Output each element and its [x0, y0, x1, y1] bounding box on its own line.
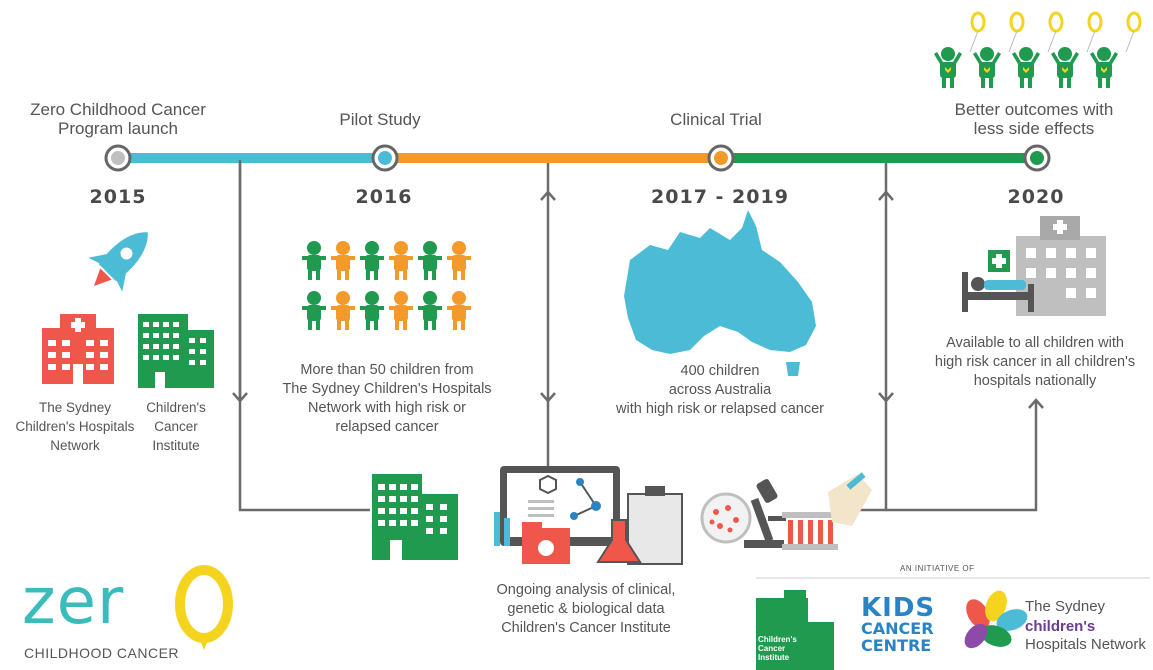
- timeline-segment-green: [721, 153, 1037, 163]
- desc-line: genetic & biological data: [507, 601, 665, 617]
- child-figure-icon: [331, 241, 355, 280]
- lab-building-icon: [372, 474, 458, 560]
- test-tubes-icon: [494, 512, 510, 546]
- timeline-node-2020: [1023, 144, 1051, 172]
- child-figure-icon: [360, 241, 384, 280]
- label-line: Institute: [152, 438, 200, 453]
- schn-logo-line1: The Sydney: [1025, 598, 1106, 615]
- child-figure-icon: [302, 291, 326, 330]
- label-line: Cancer: [154, 419, 198, 434]
- outcome-description: Available to all children with high risk…: [918, 334, 1152, 391]
- label-line: Children's Hospitals: [15, 419, 135, 434]
- schn-logo-line2: children's: [1025, 618, 1096, 635]
- timeline-node-2017: [707, 144, 735, 172]
- folder-icon: [522, 522, 570, 564]
- desc-line: Network with high risk or: [308, 400, 466, 416]
- timeline-node-2015: [104, 144, 132, 172]
- stage-label-outcomes: Better outcomes with less side effects: [924, 100, 1144, 138]
- timeline-segment-teal: [118, 153, 385, 163]
- child-figure-icon: [389, 291, 413, 330]
- zero-logo-subtitle: CHILDHOOD CANCER: [24, 645, 180, 661]
- balloon-child-icon: [934, 11, 986, 88]
- stage-label-line: Better outcomes with: [954, 100, 1114, 119]
- stage-label-line: Zero Childhood Cancer: [30, 100, 206, 119]
- desc-line: hospitals nationally: [973, 373, 1097, 389]
- kids-cancer-centre-logo: KIDS: [861, 593, 936, 623]
- stage-label-line: less side effects: [973, 119, 1095, 138]
- children-group-icon: [302, 241, 471, 330]
- child-figure-icon: [418, 241, 442, 280]
- desc-line: 400 children: [680, 363, 760, 379]
- desc-line: The Sydney Children's Hospitals: [282, 381, 492, 397]
- year-2016: 2016: [355, 186, 413, 208]
- desc-line: relapsed cancer: [335, 419, 439, 435]
- schn-logo-icon: [964, 590, 1028, 649]
- child-figure-icon: [447, 291, 471, 330]
- child-figure-icon: [418, 291, 442, 330]
- hospital-bed-icon: [962, 216, 1106, 316]
- cci-logo-icon: [756, 590, 834, 670]
- arrow-heads: [232, 190, 1044, 409]
- label-line: The Sydney: [38, 400, 112, 415]
- child-figure-icon: [447, 241, 471, 280]
- clipboard-icon: [596, 486, 683, 565]
- year-2017-2019: 2017 - 2019: [651, 186, 789, 208]
- timeline-node-2016: [371, 144, 399, 172]
- desc-line: Available to all children with: [946, 335, 1124, 351]
- desc-line: Children's Cancer Institute: [501, 620, 671, 636]
- cci-logo-text: Children's Cancer Institute: [758, 635, 797, 662]
- kids-line: CENTRE: [861, 636, 932, 655]
- cci-line: Children's: [758, 635, 797, 644]
- label-line: Network: [50, 438, 100, 453]
- gloved-hand-icon: [828, 472, 872, 526]
- pilot-description: More than 50 children from The Sydney Ch…: [272, 361, 502, 437]
- cci-label: Children's Cancer Institute: [126, 398, 226, 455]
- rocket-icon: [88, 232, 148, 292]
- child-figure-icon: [389, 241, 413, 280]
- analysis-description: Ongoing analysis of clinical, genetic & …: [466, 581, 706, 638]
- desc-line: with high risk or relapsed cancer: [616, 401, 824, 417]
- test-tube-rack-icon: [782, 512, 838, 550]
- year-2015: 2015: [89, 186, 147, 208]
- balloon-child-icon: [1012, 11, 1064, 88]
- schn-label: The Sydney Children's Hospitals Network: [0, 398, 150, 455]
- desc-line: Ongoing analysis of clinical,: [496, 582, 676, 598]
- stage-label-launch: Zero Childhood Cancer Program launch: [8, 100, 228, 138]
- institute-building-icon: [138, 314, 214, 388]
- zero-balloon-icon: [175, 565, 233, 650]
- balloon-child-icon: [973, 11, 1025, 88]
- balloon-child-icon: [1051, 11, 1103, 88]
- stage-label-trial: Clinical Trial: [670, 110, 762, 129]
- microscope-icon: [744, 479, 786, 548]
- child-figure-icon: [331, 291, 355, 330]
- cci-line: Institute: [758, 653, 790, 662]
- initiative-label: AN INITIATIVE OF: [900, 564, 975, 573]
- year-2020: 2020: [1007, 186, 1065, 208]
- kids-line: CANCER: [861, 619, 934, 638]
- desc-line: across Australia: [668, 382, 772, 398]
- stage-label-line: Program launch: [57, 119, 178, 138]
- timeline-segment-orange: [385, 153, 721, 163]
- schn-logo-line3: Hospitals Network: [1025, 636, 1146, 653]
- balloon-children-icon: [934, 11, 1142, 88]
- stage-label-pilot: Pilot Study: [339, 110, 421, 129]
- cci-line: Cancer: [758, 644, 786, 653]
- zero-logo-text: zer: [22, 565, 125, 639]
- balloon-child-icon: [1090, 11, 1142, 88]
- child-figure-icon: [302, 241, 326, 280]
- hospital-icon: [42, 314, 114, 384]
- child-figure-icon: [360, 291, 384, 330]
- australia-map-icon: [624, 210, 816, 376]
- petri-dish-icon: [700, 492, 752, 544]
- kids-cancer-centre-logo-sub: CANCER CENTRE: [861, 620, 934, 654]
- trial-description: 400 children across Australia with high …: [590, 362, 850, 419]
- feedback-lines: [238, 160, 1038, 512]
- desc-line: More than 50 children from: [300, 362, 474, 378]
- desc-line: high risk cancer in all children's: [934, 354, 1136, 370]
- label-line: Children's: [146, 400, 206, 415]
